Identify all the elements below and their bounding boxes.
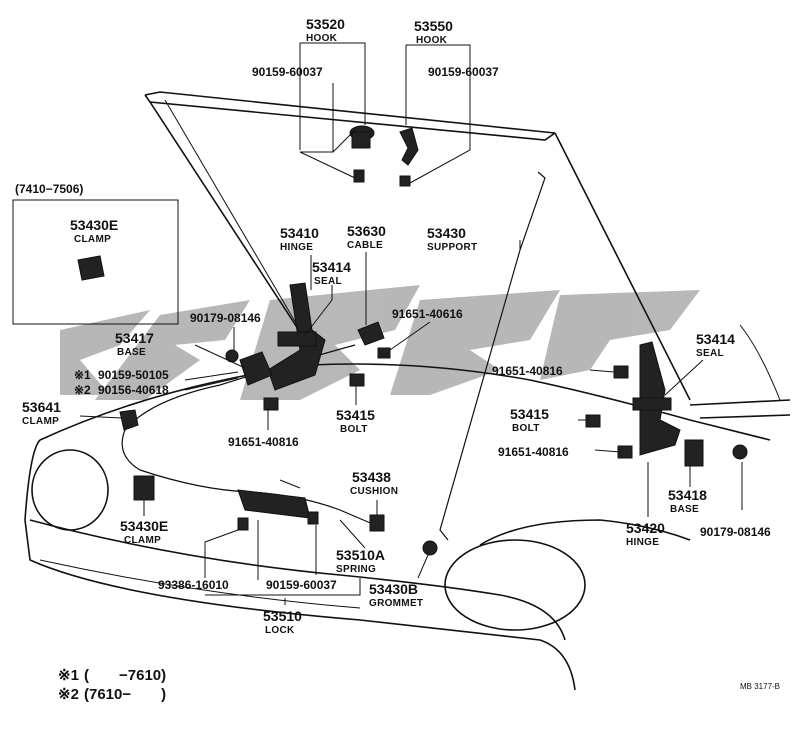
- callout-number: 90156-40618: [98, 383, 169, 397]
- cable-clip-53630: [357, 321, 385, 346]
- base-53418: [684, 439, 704, 467]
- callout-number: 90159-60037: [252, 65, 323, 79]
- note-mark: ※2: [74, 383, 91, 397]
- callout-number: 53414: [696, 331, 735, 347]
- callout-number: 90159-50105: [98, 368, 169, 382]
- callout-number: 90159-60037: [428, 65, 499, 79]
- callout-number: 53410: [280, 225, 319, 241]
- bolt-hook-right: [399, 175, 411, 187]
- callout-number: 53418: [668, 487, 707, 503]
- callout-number: 53438: [352, 469, 391, 485]
- inset-part-number: 53430E: [70, 217, 118, 233]
- callout-name: LOCK: [265, 625, 295, 636]
- seal-53414-right: [632, 397, 672, 411]
- callout-number: 91651-40816: [228, 435, 299, 449]
- callout-number: 53415: [510, 406, 549, 422]
- callout-number: 93386-16010: [158, 578, 229, 592]
- base-53417: [239, 351, 273, 386]
- inset-title: (7410−7506): [15, 182, 83, 196]
- car-body: [24, 324, 791, 691]
- bolt-91651-40816-right-top: [613, 365, 629, 379]
- clamp-53641: [119, 409, 139, 431]
- callout-number: 53430E: [120, 518, 168, 534]
- callout-number: 90179-08146: [190, 311, 261, 325]
- callout-name: GROMMET: [369, 598, 423, 609]
- cushion-53438: [369, 514, 385, 532]
- callout-number: 53430: [427, 225, 466, 241]
- callout-name: HOOK: [306, 33, 338, 44]
- callout-name: SEAL: [696, 348, 724, 359]
- callout-number: 53420: [626, 520, 665, 536]
- hook-53550: [399, 127, 419, 166]
- callout-number: 53414: [312, 259, 351, 275]
- callout-name: CLAMP: [22, 416, 59, 427]
- callout-number: 53417: [115, 330, 154, 346]
- callout-name: HINGE: [626, 537, 659, 548]
- bolt-91651-40816-left: [263, 397, 279, 411]
- callout-number: 91651-40816: [498, 445, 569, 459]
- callout-number: 53510: [263, 608, 302, 624]
- callout-number: 90179-08146: [700, 525, 771, 539]
- note-mark: ※2: [58, 686, 79, 703]
- callout-number: 53510A: [336, 547, 385, 563]
- hook-53520: [349, 125, 375, 149]
- nut-90179-right: [732, 444, 748, 460]
- bolt-hook-left: [353, 169, 365, 183]
- callout-name: BASE: [670, 504, 699, 515]
- callout-number: 53520: [306, 16, 345, 32]
- inset-box: [12, 199, 179, 325]
- callout-name: BOLT: [512, 423, 540, 434]
- lock-53510: [237, 479, 311, 519]
- callout-name: BOLT: [340, 424, 368, 435]
- callout-name: BASE: [117, 347, 146, 358]
- note-text: (7610− ): [84, 686, 166, 703]
- callout-name: CUSHION: [350, 486, 398, 497]
- callout-number: 53415: [336, 407, 375, 423]
- reference-code: MB 3177-B: [740, 682, 780, 691]
- bolt-53415-left: [349, 373, 365, 387]
- seal-53414-left: [277, 331, 317, 347]
- callout-name: HOOK: [416, 35, 448, 46]
- callout-number: 53630: [347, 223, 386, 239]
- hood-panel: [144, 91, 691, 401]
- note-mark: ※1: [74, 368, 91, 382]
- clamp-53430E: [133, 475, 155, 501]
- callout-number: 91651-40816: [492, 364, 563, 378]
- bolt-91651-40816-right-bottom: [617, 445, 633, 459]
- leader-lines: [79, 42, 743, 605]
- callout-name: CLAMP: [124, 535, 161, 546]
- note-mark: ※1: [58, 667, 79, 684]
- callout-number: 91651-40616: [392, 307, 463, 321]
- inset-part-name: CLAMP: [74, 234, 111, 245]
- callout-number: 53641: [22, 399, 61, 415]
- callout-name: SPRING: [336, 564, 376, 575]
- note-text: ( −7610): [84, 667, 166, 684]
- bolt-91651-40616: [377, 347, 391, 359]
- callout-name: SUPPORT: [427, 242, 477, 253]
- callout-number: 53550: [414, 18, 453, 34]
- callout-name: HINGE: [280, 242, 313, 253]
- hinge-53410: [267, 282, 326, 391]
- bolt-lock-left: [237, 517, 249, 531]
- callout-number: 53430B: [369, 581, 418, 597]
- callout-number: 90159-60037: [266, 578, 337, 592]
- callout-name: SEAL: [314, 276, 342, 287]
- clamp-53430E-inset: [77, 255, 105, 281]
- callout-name: CABLE: [347, 240, 383, 251]
- bolt-53415-right: [585, 414, 601, 428]
- grommet-53430B: [422, 540, 438, 556]
- bolt-lock-right: [307, 511, 319, 525]
